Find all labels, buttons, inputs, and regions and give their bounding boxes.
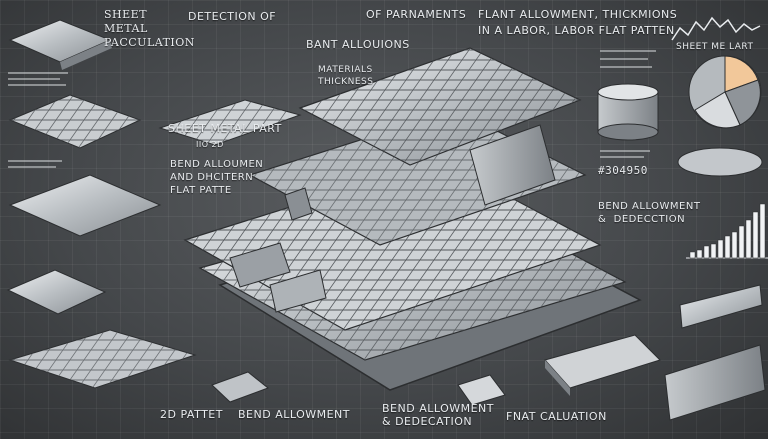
- bar: [731, 231, 738, 259]
- left-plates: [6, 19, 506, 406]
- labor-flat-label: IN A LABOR, LABOR FLAT PATTEN: [478, 24, 675, 37]
- bar: [717, 239, 724, 259]
- bar: [703, 245, 710, 259]
- central-stack: [183, 47, 642, 391]
- bend-allowment-dedecation-label: BEND ALLOWMENT & DEDECATION: [382, 402, 495, 428]
- bend-allowment-label: BEND ALLOWMENT: [238, 408, 351, 421]
- text-line: [600, 66, 652, 68]
- parnaments-label: OF PARNAMENTS: [366, 8, 467, 21]
- materials-thickness-label: MATERIALS THICKNESS: [318, 65, 374, 87]
- bar: [745, 219, 752, 259]
- text-line: [8, 72, 68, 74]
- bar: [759, 203, 766, 259]
- bar-chart: [686, 203, 768, 259]
- two-d-pattern-label: 2D PATTET: [160, 408, 223, 421]
- flant-allowment-label: FLANT ALLOWMENT, THICKMIONS: [478, 8, 678, 21]
- bend-allowment-deduction-label: BEND ALLOWMENT & DEDECCTION: [598, 201, 701, 225]
- metal-profiles: [544, 284, 766, 421]
- fnat-calculation-label: FNAT CALUATION: [506, 410, 607, 423]
- bend-allowment-flat-pattern-label: BEND ALLOUMEN AND DHCITERN FLAT PATTE: [170, 159, 264, 196]
- detection-label: DETECTION OF: [188, 10, 277, 23]
- sheet-metal-calculation-label: SHEET METAL PACCULATION: [104, 8, 195, 49]
- text-line: [600, 58, 648, 60]
- two-d-label: IIO 2D: [196, 140, 224, 149]
- text-line: [8, 166, 56, 168]
- bar: [696, 249, 703, 259]
- text-line: [8, 84, 66, 86]
- text-line: [600, 156, 644, 158]
- sheet-me-lart-label: SHEET ME LART: [676, 42, 754, 52]
- text-line: [600, 50, 656, 52]
- bar: [724, 235, 731, 259]
- pie-chart: [677, 55, 763, 177]
- sheet-roll: [597, 83, 659, 141]
- text-line: [8, 160, 62, 162]
- text-line: [600, 150, 650, 152]
- text-line: [8, 78, 60, 80]
- number-readout: #304950: [598, 164, 648, 177]
- sparkline: [671, 16, 761, 41]
- bar: [738, 225, 745, 259]
- bar: [689, 251, 696, 259]
- bar: [710, 243, 717, 259]
- bant-allouions-label: BANT ALLOUIONS: [306, 38, 410, 51]
- bar: [752, 211, 759, 259]
- sheet-metal-part-label: SHEET METAL PART: [168, 122, 282, 135]
